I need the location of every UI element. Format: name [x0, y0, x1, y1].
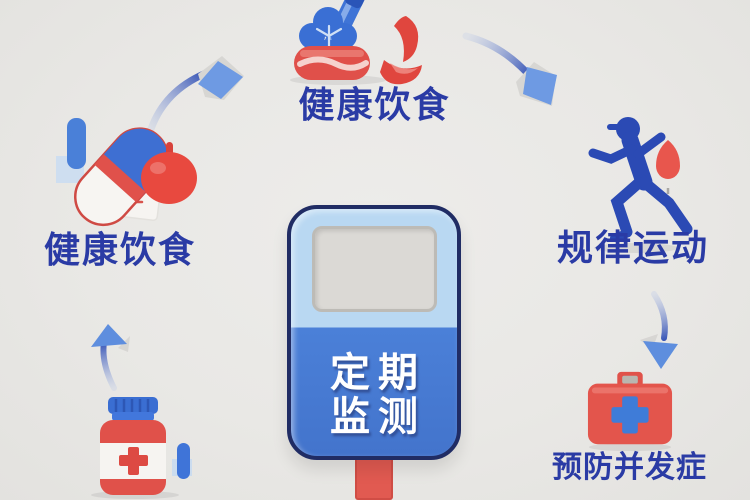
blood-drop-icon	[656, 140, 680, 194]
medicine-bottle-icon	[91, 397, 192, 499]
running-person-icon	[588, 117, 693, 253]
label-prevent-complications: 预防并发症	[552, 450, 707, 485]
apple-icon	[141, 142, 197, 204]
tomato-icon	[380, 16, 422, 85]
kit-shadow	[588, 443, 672, 451]
first-aid-kit-icon	[587, 371, 673, 451]
label-top-healthy-diet: 健康饮食	[298, 85, 451, 126]
label-regular-exercise: 规律运动	[556, 228, 709, 269]
device-label-line1: 定期	[330, 350, 426, 396]
glucose-meter: 定期 监测	[287, 205, 461, 460]
device-label: 定期 监测	[291, 351, 457, 439]
label-left-healthy-diet: 健康饮食	[43, 230, 196, 271]
right-to-bottom-right-arrow	[640, 291, 678, 369]
bottom-left-to-left-arrow	[91, 324, 130, 391]
left-to-top-arrow	[146, 56, 244, 136]
red-cross-icon	[119, 447, 148, 475]
vegetable-leaf-icon	[299, 7, 357, 60]
device-label-line2: 监测	[330, 394, 426, 440]
top-to-right-arrow	[462, 32, 557, 106]
glucose-meter-screen	[312, 226, 437, 312]
medical-cross-icon	[611, 396, 649, 434]
pills-apple-icon	[56, 118, 197, 227]
vegetable-meat-knife-icon	[290, 0, 422, 85]
pill-bottle	[100, 397, 166, 495]
meat-icon	[294, 46, 370, 80]
kit-handle-slot	[622, 375, 638, 384]
kit-highlight	[591, 387, 669, 394]
pill-cylinder-icon	[56, 118, 86, 183]
capsule-small-icon	[172, 443, 192, 479]
runner-shadow	[594, 243, 678, 253]
runner-figure	[588, 117, 693, 242]
